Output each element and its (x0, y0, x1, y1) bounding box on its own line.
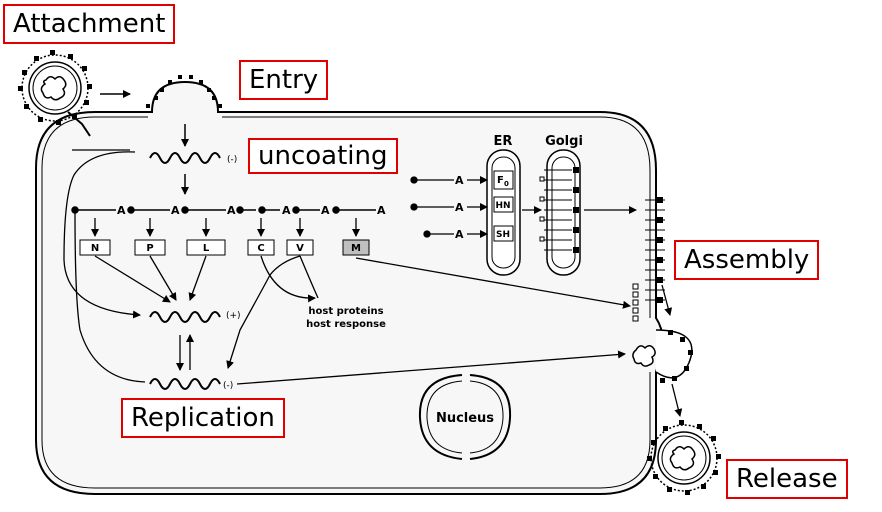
assembly-label: Assembly (674, 240, 820, 280)
budding-virion (632, 329, 693, 383)
svg-text:HN: HN (495, 201, 510, 211)
svg-text:A: A (227, 204, 236, 217)
svg-text:V: V (296, 243, 304, 254)
polyA-labels: A A A A A A (117, 204, 386, 217)
attachment-label: Attachment (3, 4, 176, 44)
svg-text:A: A (455, 228, 464, 241)
antigenome-rna-positive (149, 311, 221, 323)
er-label: ER (494, 134, 513, 149)
svg-text:P: P (146, 243, 153, 254)
svg-text:host response: host response (306, 319, 386, 330)
membrane-glycoproteins (632, 197, 665, 322)
uncoating-label: uncoating (248, 138, 398, 174)
svg-text:A: A (282, 204, 291, 217)
nucleus: Nucleus (418, 374, 512, 460)
nucleus-label: Nucleus (436, 411, 494, 426)
svg-text:A: A (455, 201, 464, 214)
entry-label: Entry (239, 60, 329, 100)
svg-text:(+): (+) (226, 311, 241, 321)
svg-text:A: A (455, 174, 464, 187)
svg-text:SH: SH (496, 230, 510, 240)
gene-product-boxes: N P L C V M (79, 239, 370, 256)
entry-bud-spikes (146, 75, 222, 108)
mrna-gene-row (71, 206, 376, 214)
host-response-text: host proteins host response (306, 306, 386, 330)
genome-rna-negative-bottom (149, 378, 221, 390)
genome-rna-negative-top (149, 152, 221, 164)
svg-text:A: A (321, 204, 330, 217)
svg-text:A: A (171, 204, 180, 217)
strand-neg-label-top: (-) (227, 155, 237, 165)
released-virion (647, 420, 721, 495)
svg-text:0: 0 (504, 180, 509, 188)
svg-text:L: L (203, 243, 210, 254)
golgi-label: Golgi (545, 134, 583, 149)
svg-text:F: F (497, 175, 504, 186)
svg-text:N: N (91, 243, 99, 254)
svg-text:A: A (117, 204, 126, 217)
svg-text:C: C (257, 243, 264, 254)
svg-text:host proteins: host proteins (308, 306, 383, 317)
svg-text:A: A (377, 204, 386, 217)
svg-text:M: M (351, 243, 361, 254)
golgi-compartment (546, 149, 581, 276)
replication-label: Replication (121, 398, 285, 438)
attaching-virion (18, 50, 92, 137)
release-label: Release (726, 459, 848, 499)
svg-text:(-): (-) (223, 381, 233, 391)
